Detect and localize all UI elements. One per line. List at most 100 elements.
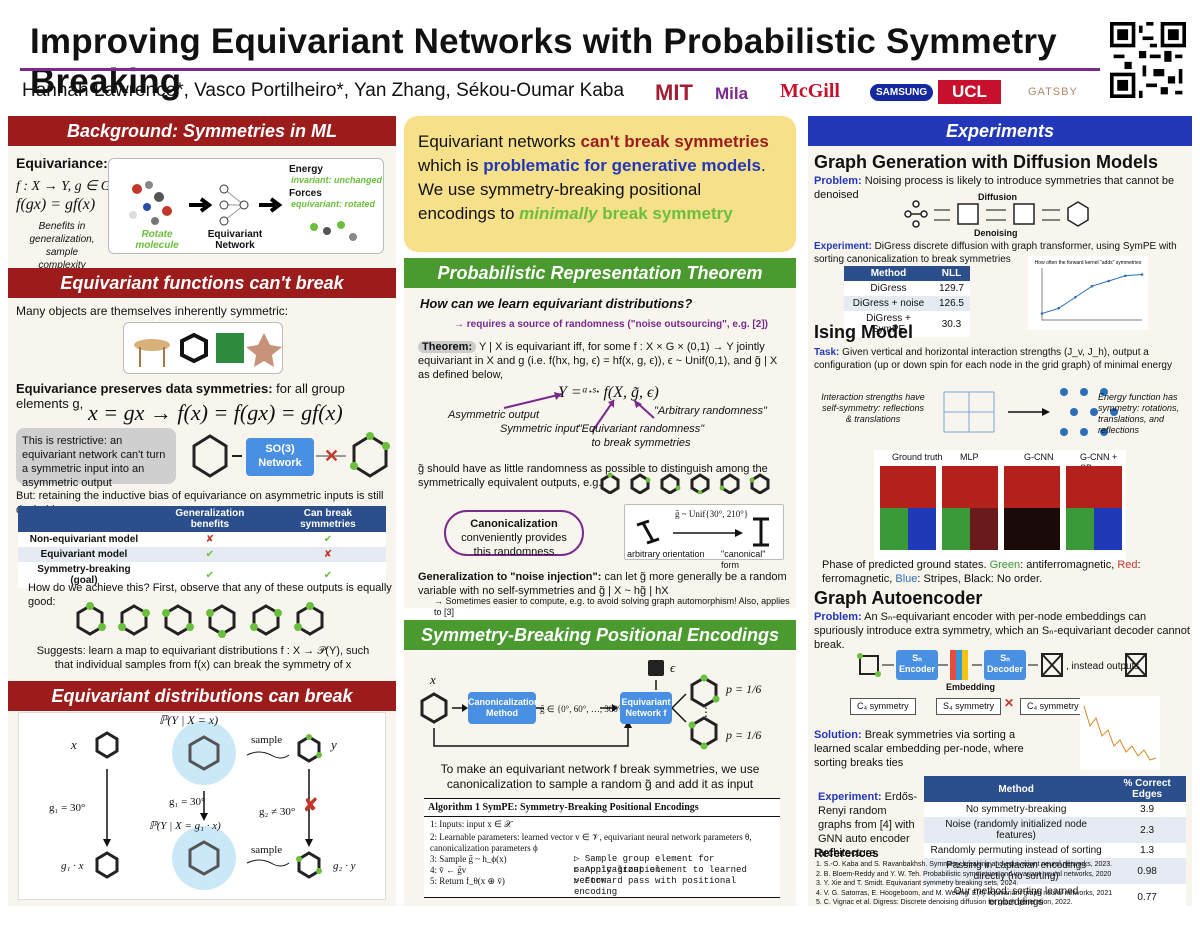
alg-line: 3: Sample g̃ ~ h_ϕ(x)▷ Sample group elem… [430,854,715,875]
alg-line: 5: Return f_θ(x ⊕ v̄)▷ Forward pass with… [430,876,737,897]
experiment-2-text: Experiment: Erdős-Renyi random graphs fr… [818,791,918,859]
embedding-label: Embedding [946,682,995,692]
mit-logo: MIT [655,80,693,105]
denoising-label: Denoising [974,228,1018,238]
energy-fn-note: Energy function has symmetry: rotations,… [1098,392,1180,435]
noise-injection-text: Generalization to "noise injection": can… [418,571,787,597]
chart-point [1124,274,1127,278]
equivariant-network-box: Equivariant Network f [620,692,672,724]
distributions-diagram: ✘ [95,721,322,890]
gtilde-text: g̃ should have as little randomness as p… [418,463,768,489]
decoder-box: Sₙ Decoder [984,650,1026,680]
column-middle-sympe: Symmetry-Breaking Positional Encodings ⋮… [404,620,796,906]
equivariant-network-label: Equivariant Network [207,229,263,251]
chart-point [1140,273,1144,276]
chart-point [1090,284,1094,288]
ising-panels: Ground truth MLP G-CNN G-CNN + SB [874,450,1126,562]
restrictive-callout: This is restrictive: an equivariant netw… [16,428,176,489]
g1-label-mid: g₁ = 30° [169,796,206,808]
unif-label: g̃ ~ Unif{30°, 210°} [675,509,749,519]
panel-title: G-CNN [1024,452,1054,462]
table-row: Noise (randomly initialized node feature… [924,817,1186,843]
so3-network-box: SO(3) Network [246,438,314,476]
canonical-form-figure: g̃ ~ Unif{30°, 210°} arbitrary orientati… [624,504,784,570]
heading-graph-generation: Graph Generation with Diffusion Models [814,152,1159,172]
arbitrary-orientation-label: arbitrary orientation [627,549,705,559]
reference-item: 2. B. Bloem-Reddy and Y. W. Teh. Probabi… [816,870,1112,878]
equation-equivariance: f(gx) = gf(x) [16,196,96,213]
how-text: How do we achieve this? First, observe t… [28,582,392,608]
table-row: Symmetry-breaking (goal)✔✔ [18,562,386,588]
algorithm-box: Algorithm 1 SymPE: Symmetry-Breaking Pos… [424,798,780,898]
reference-item: 3. Y. Xie and T. Smidt. Equivariant symm… [816,880,1019,887]
autoencoder-table: Method% Correct Edges No symmetry-breaki… [924,776,1186,910]
inherently-symmetric-text: Many objects are themselves inherently s… [16,304,289,318]
canonical-form-label: "canonical" form [721,549,766,570]
qr-code[interactable] [1110,22,1186,98]
table-header: % Correct Edges [1108,776,1186,802]
panel-title: Ground truth [892,452,943,462]
table-row: Non-equivariant model✘✔ [18,532,386,547]
prob-sixth-2: p = 1/6 [726,728,762,742]
banner-theorem: Probabilistic Representation Theorem [404,258,796,288]
chart-line [1041,274,1143,314]
table-header: NLL [932,266,970,281]
sym-input-label: Symmetric input [500,423,579,435]
column-right: Experiments Graph Generation with Diffus… [808,116,1192,910]
references-list: 1. S.-O. Kaba and S. Ravanbakhsh. Symmet… [816,860,1190,908]
chart-title: How often the forward kernel "adds" symm… [1035,260,1142,266]
sympe-x-label: x [430,672,436,687]
reference-item: 1. S.-O. Kaba and S. Ravanbakhsh. Symmet… [816,861,1113,868]
c4-symmetry-box-2: C₄ symmetry [1020,698,1086,715]
reference-item: 4. V. G. Satorras, E. Hoogeboom, and M. … [816,889,1113,897]
experiment-1-text: Experiment: DiGress discrete diffusion w… [814,241,1177,265]
canonicalization-method-box: Canonicalization Method [468,692,540,724]
gtilde-examples [600,472,770,494]
heading-ising: Ising Model [814,322,913,342]
svg-text:⋮: ⋮ [700,705,712,719]
preserves-text: Equivariance preserves data symmetries: … [16,381,345,411]
gatsby-logo: GATSBY [1028,86,1078,98]
g2y-label: g₂ · y [333,860,356,872]
molecule-icon [129,181,172,225]
mila-logo: Mila [715,84,749,103]
svg-text:✕: ✕ [324,446,339,466]
alg-line: 4: v̄ ← g̃v▷ Apply group element to lear… [430,865,747,886]
alg-line: 2: Learnable parameters: learned vector … [430,832,752,853]
invariant-label: invariant: unchanged [291,175,383,185]
banner-functions: Equivariant functions can't break symmet… [8,268,396,323]
phase-diagrams [880,466,1122,550]
chart-point [1074,295,1077,299]
algorithm-title: Algorithm 1 SymPE: Symmetry-Breaking Pos… [424,799,780,817]
symmetric-objects-figure [123,322,283,374]
molecule-diagram [129,181,357,241]
make-text: To make an equivariant network f break s… [440,762,760,791]
sometimes-text: → Sometimes easier to compute, e.g. to a… [434,596,790,617]
table-header: Method [844,266,933,281]
eq-randomness-label: "Equivariant randomness" to break symmet… [577,423,705,449]
restrictive-diagram: ✕ [192,432,390,478]
column-middle-theorem: Probabilistic Representation Theorem How… [404,258,796,617]
task-text: Task: Given vertical and horizontal inte… [814,347,1172,371]
panel-title: MLP [960,452,979,462]
big-equation: x = gx → f(x) = f(gx) = gf(x) [88,400,343,425]
canonicalization-callout: Canonicalization conveniently provides t… [444,510,584,558]
table-header: Can break symmetries [269,506,386,532]
canonical-diagram [636,517,769,547]
sympe-pipeline: ⋮ [420,660,720,750]
title-rule [20,68,1100,71]
symmetry-chart: How often the forward kernel "adds" symm… [1028,256,1148,330]
instead-text: , instead outputs [1066,661,1140,672]
mcgill-logo: McGill [780,80,840,102]
heading-autoencoder: Graph Autoencoder [814,588,983,608]
forces-label: Forces [289,188,322,199]
phase-caption: Phase of predicted ground states. Green:… [822,559,1141,585]
epsilon-label: ϵ [670,660,676,675]
